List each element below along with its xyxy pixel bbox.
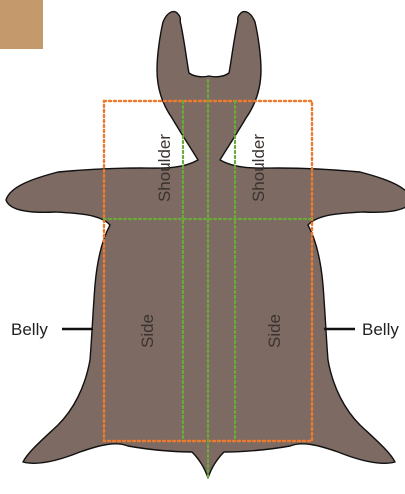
- side-label-left: Side: [138, 314, 157, 348]
- side-label-right: Side: [265, 314, 284, 348]
- shoulder-label-right: Shoulder: [249, 134, 268, 202]
- shoulder-label-left: Shoulder: [155, 134, 174, 202]
- belly-label-left: Belly: [11, 320, 48, 339]
- color-swatch: [0, 0, 43, 49]
- hide-silhouette: [6, 12, 405, 478]
- belly-label-right: Belly: [362, 320, 399, 339]
